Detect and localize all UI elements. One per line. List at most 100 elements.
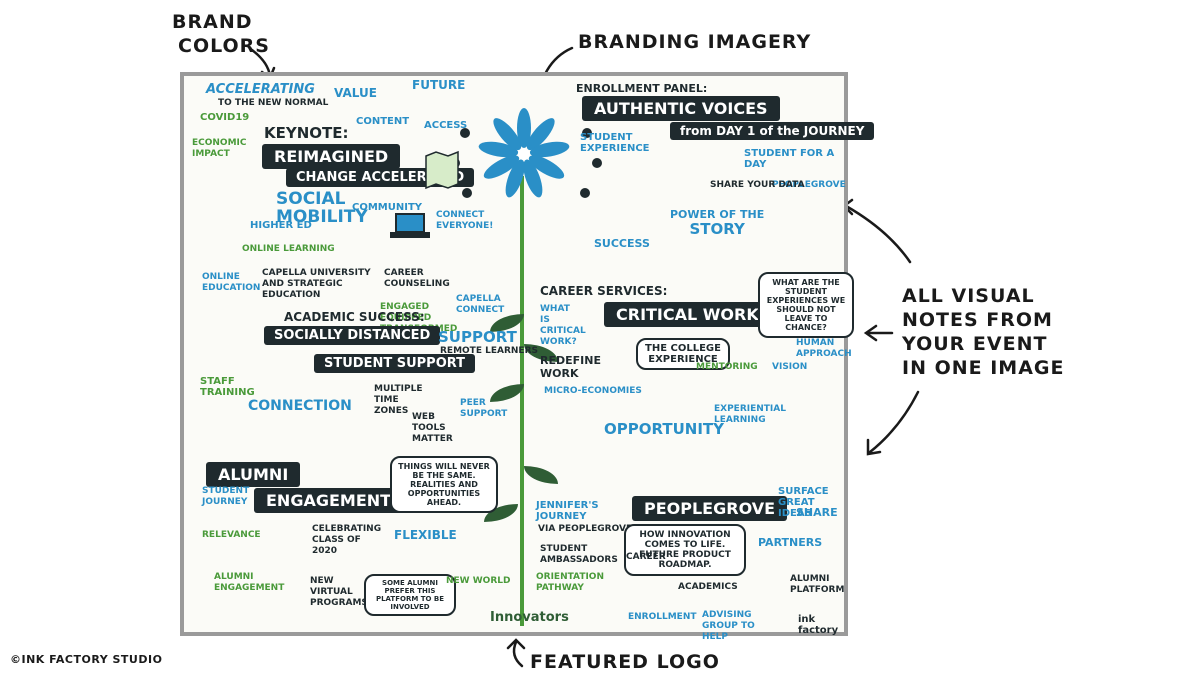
authentic-voices-banner: AUTHENTIC VOICES — [582, 96, 780, 121]
all-visual-line4: IN ONE IMAGE — [902, 357, 1065, 379]
career-counseling-text: CAREER COUNSELING — [384, 268, 450, 289]
brand-colors-label: BRAND COLORS — [172, 10, 270, 58]
orientation-pathway-text: ORIENTATION PATHWAY — [536, 572, 604, 593]
alumni-platform-text: ALUMNI PLATFORM — [790, 574, 845, 595]
reimagined-banner: REIMAGINED — [262, 144, 401, 169]
higher-ed-text: HIGHER ED — [250, 220, 312, 231]
college-experience-box: The COLLEGE EXPERIENCE — [636, 338, 730, 370]
brand-colors-line2: COLORS — [178, 35, 270, 57]
covid-text: COVID19 — [200, 112, 250, 123]
share-your-data-text: SHARE YOUR DATA — [710, 180, 805, 190]
new-virtual-programs-text: NEW VIRTUAL PROGRAMS — [310, 576, 368, 608]
capella-text: CAPELLA UNIVERSITY and STRATEGIC EDUCATI… — [262, 268, 371, 300]
all-visual-line1: ALL VISUAL — [902, 285, 1035, 307]
student-support-banner: STUDENT SUPPORT — [314, 354, 476, 373]
decor-dot — [592, 158, 602, 168]
decor-dot — [580, 188, 590, 198]
social-line2: MOBILITY — [276, 207, 368, 227]
surface-ideas-heading: SURFACE GREAT IDEAS — [778, 486, 829, 519]
all-visual-line3: YOUR EVENT — [902, 333, 1048, 355]
brand-colors-line1: BRAND — [172, 11, 253, 33]
map-icon — [425, 150, 459, 190]
power-of-story-heading: Power of the STORY — [670, 208, 765, 238]
decor-dot — [582, 128, 592, 138]
academic-success-heading: ACADEMIC SUCCESS: — [284, 310, 425, 324]
economic-impact-text: ECONOMIC IMPACT — [192, 138, 247, 159]
partners-heading: PARTNERS — [758, 536, 823, 549]
leaf-icon — [524, 466, 558, 484]
career-text: CAREER — [626, 552, 666, 562]
support-heading: SUPPORT — [438, 328, 517, 346]
story-line1: Power of the — [670, 208, 765, 221]
new-normal-text: TO THE NEW NORMAL — [218, 98, 329, 108]
multiple-time-zones-text: MULTIPLE TIME ZONES — [374, 384, 423, 416]
arrow-icon — [512, 640, 524, 668]
micro-economies-text: MICRO-ECONOMIES — [544, 386, 642, 396]
academics-text: ACADEMICS — [678, 582, 738, 592]
access-text: ACCESS — [424, 120, 468, 131]
how-innovation-box: HOW INNOVATION COMES to LIFE. FUTURE PRO… — [624, 524, 746, 576]
staff-training-text: STAFF TRAINING — [200, 376, 255, 398]
alumni-engagement-text: ALUMNI ENGAGEMENT — [214, 572, 285, 593]
social-line1: SOCIAL — [276, 189, 346, 209]
opportunity-heading: OPPORTUNITY — [604, 420, 725, 438]
remote-learners-text: REMOTE LEARNERS — [440, 346, 538, 356]
all-visual-notes-label: ALL VISUAL NOTES FROM YOUR EVENT IN ONE … — [902, 284, 1065, 380]
future-text: FUTURE — [412, 78, 466, 92]
visual-notes-board: ACCELERATING TO THE NEW NORMAL KEYNOTE: … — [180, 72, 875, 642]
ink-factory-logo: ink factory — [798, 614, 844, 636]
online-learning-text: ONLINE LEARNING — [242, 244, 335, 254]
alumni-banner: ALUMNI — [206, 462, 301, 487]
socially-distanced-banner: SOCIALLY DISTANCED — [264, 326, 441, 345]
what-is-critical-work-text: WHAT IS CRITICAL WORK? — [540, 304, 586, 347]
community-text: COMMUNITY — [352, 202, 423, 213]
student-for-a-day-text: STUDENT for a DAY — [744, 148, 835, 170]
redefine-work-heading: REDEFINE WORK — [540, 354, 601, 380]
decor-dot — [462, 188, 472, 198]
peer-support-text: PEER SUPPORT — [460, 398, 508, 419]
decor-dot — [460, 128, 470, 138]
advising-group-text: ADVISING GROUP to HELP — [702, 610, 755, 642]
web-tools-matter-text: WEB TOOLS MATTER — [412, 412, 453, 444]
human-approach-text: HUMAN APPROACH — [796, 338, 852, 359]
connection-heading: CONNECTION — [248, 398, 352, 414]
connect-everyone-text: CONNECT EVERYONE! — [436, 210, 494, 231]
student-experiences-question: WHAT ARE the STUDENT EXPERIENCES WE SHOU… — [758, 272, 854, 338]
all-visual-line2: NOTES FROM — [902, 309, 1053, 331]
capella-connect-text: CAPELLA CONNECT — [456, 294, 505, 315]
online-education-text: ONLINE EDUCATION — [202, 272, 261, 293]
story-line2: STORY — [689, 220, 745, 238]
inkfactory-name: ink factory — [798, 614, 839, 636]
student-ambassadors-text: STUDENT AMBASSADORS — [540, 544, 618, 565]
share-heading: SHARE — [796, 506, 838, 519]
jennifers-journey-text: JENNIFER'S JOURNEY — [536, 500, 599, 522]
new-world-text: NEW WORLD — [446, 576, 511, 586]
celebrating-text: CELEBRATING CLASS of 2020 — [312, 524, 382, 556]
flower-stem — [520, 176, 524, 626]
content-text: CONTENT — [356, 116, 410, 127]
studio-credit: ©INK FACTORY STUDIO — [10, 653, 163, 666]
critical-work-banner: CRITICAL WORK: — [604, 302, 778, 327]
keynote-heading: KEYNOTE: — [264, 124, 349, 142]
success-text: SUCCESS — [594, 237, 650, 250]
engagement-banner: ENGAGEMENT — [254, 488, 404, 513]
from-day-one-banner: from DAY 1 of the JOURNEY — [670, 122, 875, 140]
peoplegrove-banner: PEOPLEGROVE — [632, 496, 788, 521]
flower-logo-icon — [478, 108, 570, 198]
student-journey-text: STUDENT JOURNEY — [202, 486, 250, 507]
mentoring-text: MENTORING — [696, 362, 758, 372]
enrollment-text: ENROLLMENT — [628, 612, 697, 622]
things-never-same-box: THINGS WILL NEVER BE the SAME. REALITIES… — [390, 456, 498, 513]
arrow-icon — [844, 204, 912, 264]
vision-text: VISION — [772, 362, 808, 372]
enrollment-panel-heading: ENROLLMENT PANEL: — [576, 82, 708, 95]
flexible-heading: FLEXIBLE — [394, 528, 457, 542]
student-experience-text: STUDENT EXPERIENCE — [580, 132, 650, 154]
peoplegrove-small-text: PEOPLEGROVE — [772, 180, 846, 190]
some-alumni-box: SOME ALUMNI PREFER THIS PLATFORM to BE I… — [364, 574, 456, 616]
experiential-learning-text: EXPERIENTIAL LEARNING — [714, 404, 786, 425]
featured-logo-label: FEATURED LOGO — [530, 651, 720, 673]
laptop-icon — [390, 213, 430, 238]
social-mobility-heading: SOCIAL MOBILITY — [276, 190, 368, 226]
via-peoplegrove-text: VIA PEOPLEGROVE — [538, 524, 633, 534]
